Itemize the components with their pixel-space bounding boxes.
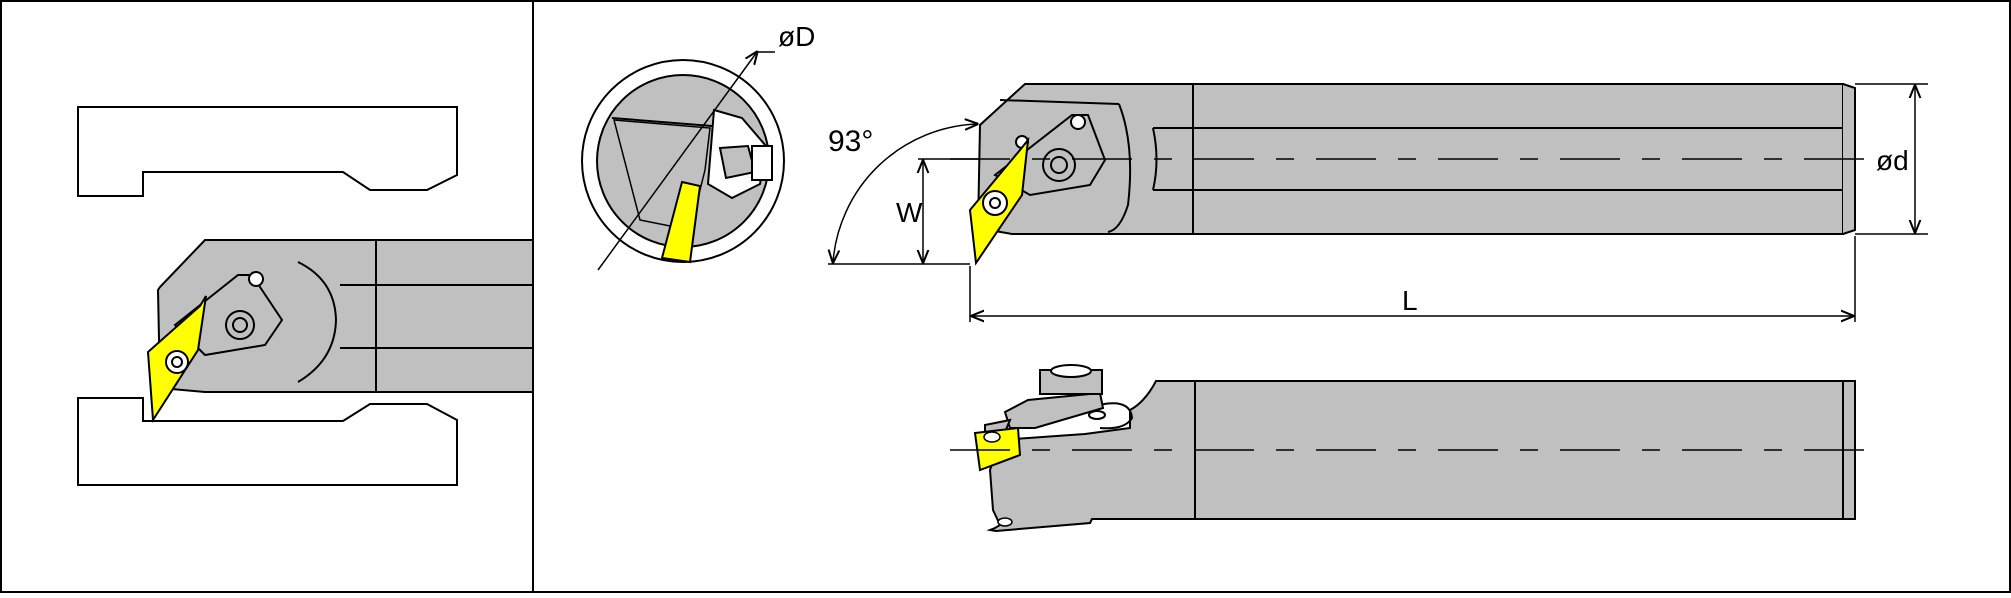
- bar-neck-curve: [297, 261, 338, 383]
- width-label: W: [896, 197, 923, 228]
- insert-screw: [165, 350, 189, 374]
- top-view-insert-screw: [982, 190, 1008, 216]
- shank-dia-label-bg: [1874, 143, 1912, 177]
- bar-neck-flats: [340, 284, 376, 349]
- diameter-bore-label: øD: [778, 21, 815, 52]
- end-view-insert: [660, 180, 702, 264]
- end-view-screw: [751, 145, 773, 181]
- side-view: [950, 364, 1870, 533]
- end-view: øD: [581, 21, 815, 271]
- clamp-pin: [248, 271, 264, 287]
- side-clamp-screw-head: [1050, 364, 1092, 378]
- side-head: [986, 380, 1196, 533]
- application-view: [77, 106, 534, 486]
- clamp-screw: [225, 310, 255, 340]
- end-view-flat-line: [611, 117, 713, 127]
- top-view-clamp-screw: [1042, 148, 1076, 182]
- angle-label: 93°: [828, 125, 873, 158]
- clamp: [173, 274, 284, 357]
- clamp-screw-hex: [232, 317, 248, 333]
- workpiece-upper: [77, 106, 458, 197]
- diameter-bore-leader: [597, 52, 757, 271]
- head-top-line: [999, 99, 1120, 105]
- side-insert-screw: [983, 431, 1001, 443]
- length-label: L: [1402, 285, 1418, 316]
- insert-screw-center: [171, 356, 183, 368]
- side-clamp: [1003, 391, 1105, 429]
- side-clamp-pin: [1088, 410, 1106, 420]
- side-head-recess: [1087, 402, 1134, 430]
- top-view-clamp-hex: [1050, 156, 1068, 174]
- shank-dia-label: ød: [1876, 145, 1909, 176]
- top-view-insert-screw-center: [989, 197, 1001, 209]
- workpiece-lower: [77, 397, 458, 486]
- angle-arc: [833, 124, 977, 262]
- head-neck-curve: [1107, 103, 1132, 233]
- top-view: 93° W ød L: [828, 83, 1928, 322]
- side-clamp-screw: [1039, 369, 1103, 395]
- side-coolant-hole: [997, 517, 1013, 527]
- top-view-clamp-pin: [1070, 114, 1086, 130]
- end-view-clamp-block: [718, 144, 757, 180]
